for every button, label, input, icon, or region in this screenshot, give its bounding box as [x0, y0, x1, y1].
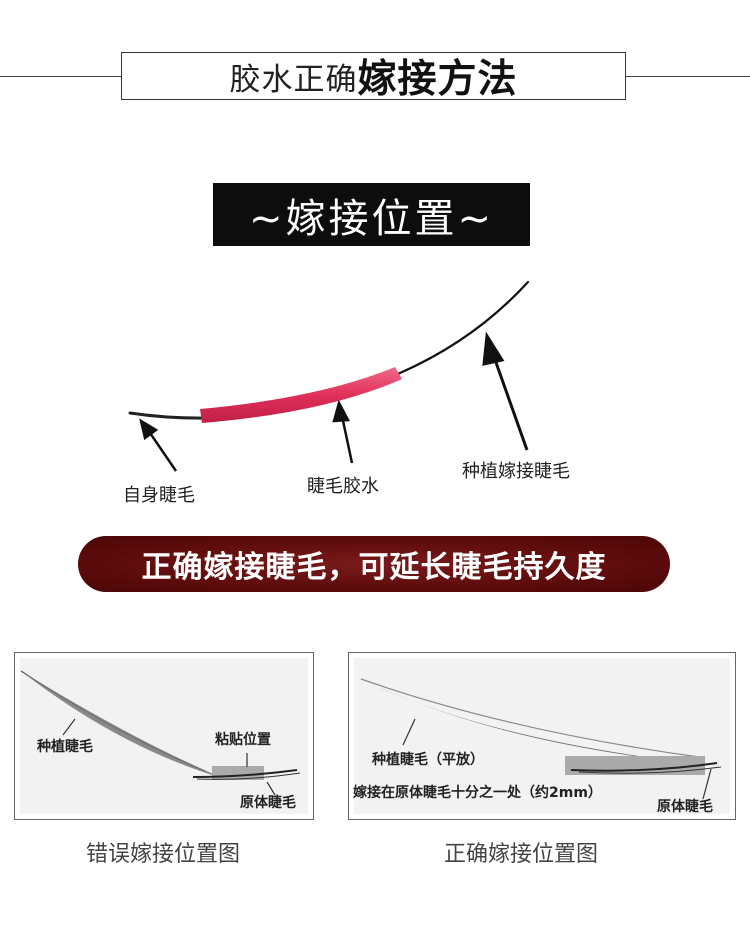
correct-label-position: 嫁接在原体睫毛十分之一处（约2mm） — [353, 785, 602, 801]
correct-label-natural: 原体睫毛 — [657, 799, 713, 815]
wrong-label-extension: 种植睫毛 — [37, 739, 93, 755]
title-light-text: 胶水正确 — [229, 61, 358, 98]
arrow-natural — [139, 418, 178, 472]
correct-caption: 正确嫁接位置图 — [444, 842, 599, 867]
wrong-caption: 错误嫁接位置图 — [86, 842, 241, 867]
tip-banner: 正确嫁接睫毛，可延长睫毛持久度 — [78, 536, 670, 592]
arrow-glue — [332, 399, 354, 464]
label-glue: 睫毛胶水 — [307, 476, 379, 497]
arrow-extension — [482, 331, 529, 451]
title-bold-text: 嫁接方法 — [357, 57, 518, 102]
label-natural-lash: 自身睫毛 — [123, 485, 195, 506]
extension-lash — [200, 280, 530, 418]
correct-panel-bg — [354, 658, 730, 814]
page-title: 胶水正确 嫁接方法 — [121, 52, 626, 102]
title-line-right — [626, 76, 750, 77]
correct-diagram — [360, 678, 722, 800]
title-line-left — [0, 76, 121, 77]
glue-sleeve — [200, 367, 402, 423]
section-header: ~嫁接位置~ — [213, 183, 530, 246]
label-extension-lash: 种植嫁接睫毛 — [462, 461, 570, 482]
wrong-position-panel: 种植睫毛 粘贴位置 原体睫毛 — [14, 652, 314, 820]
wrong-label-natural: 原体睫毛 — [240, 795, 296, 811]
wrong-panel-bg — [20, 658, 308, 814]
lash-diagram — [128, 280, 530, 472]
correct-position-panel: 种植睫毛（平放） 嫁接在原体睫毛十分之一处（约2mm） 原体睫毛 — [348, 652, 736, 820]
wrong-label-glue-spot: 粘贴位置 — [215, 732, 271, 748]
wrong-diagram — [20, 670, 301, 796]
correct-label-extension: 种植睫毛（平放） — [372, 752, 484, 768]
